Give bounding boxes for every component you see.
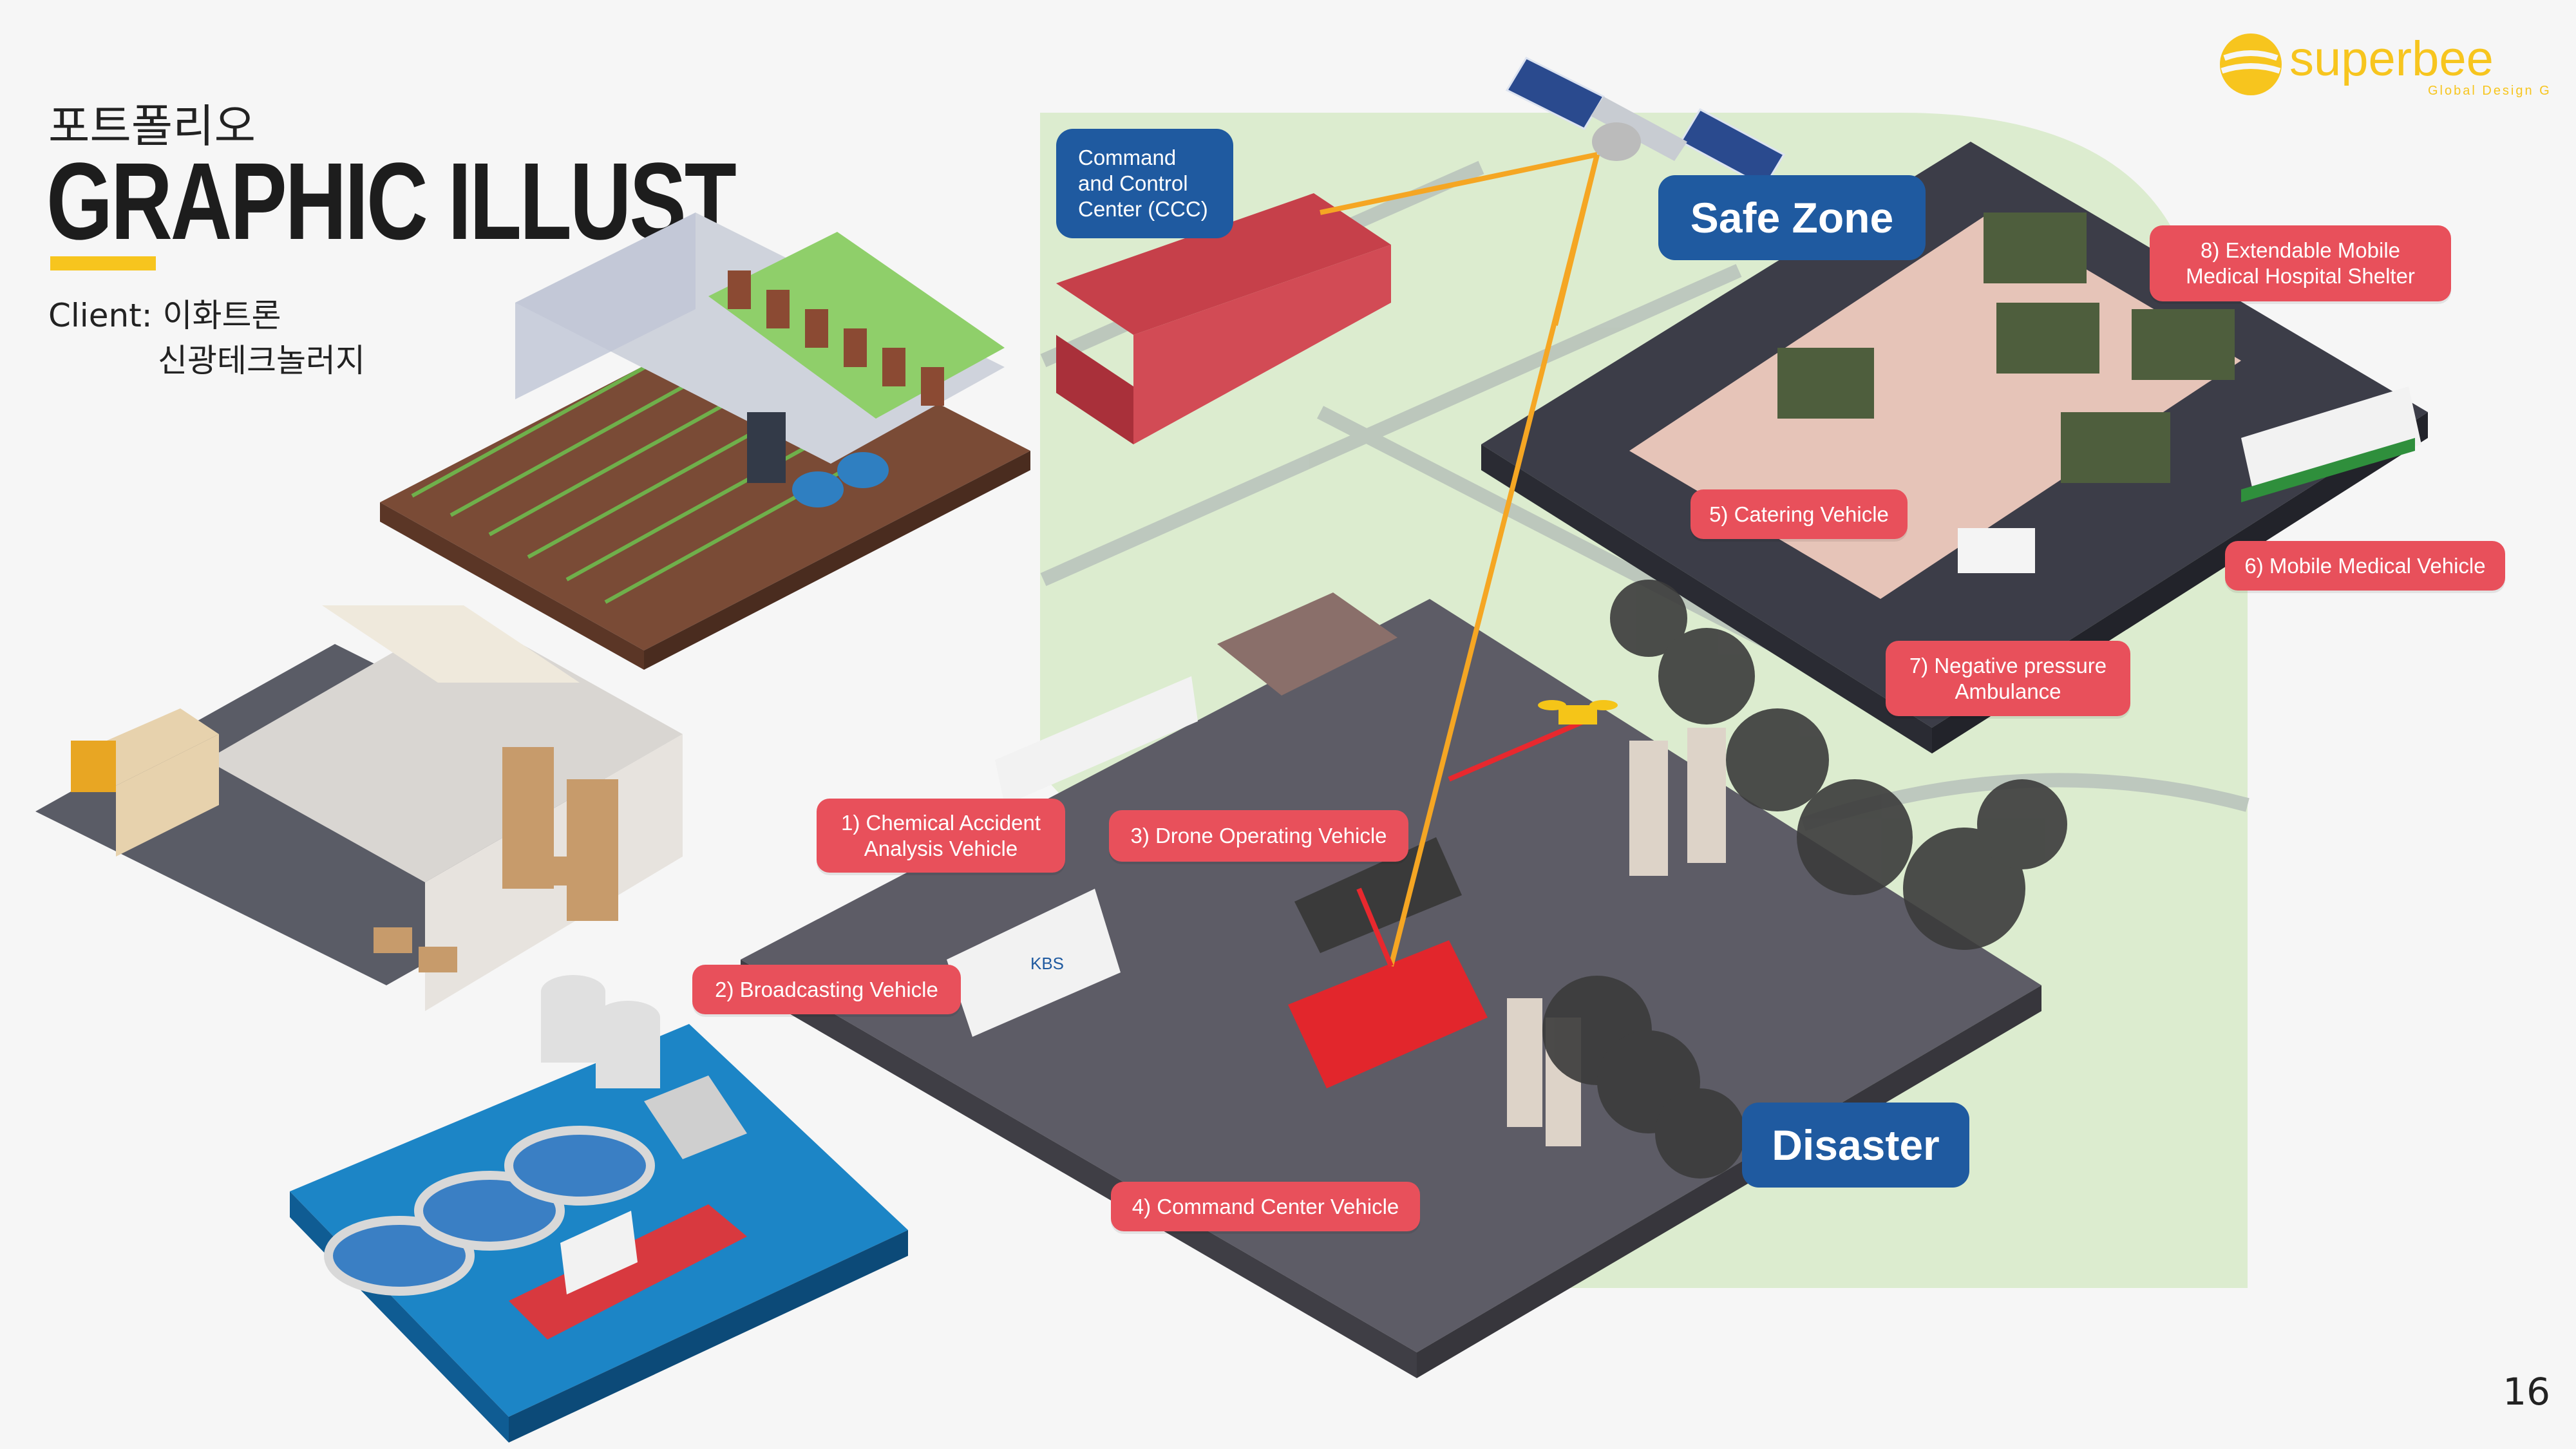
bee-logo-icon [2220, 33, 2282, 95]
communication-links [1320, 152, 1600, 967]
label-broadcasting-vehicle: 2) Broadcasting Vehicle [692, 965, 961, 1014]
warehouse-illustration [35, 605, 683, 1011]
label-catering-vehicle: 5) Catering Vehicle [1690, 489, 1908, 539]
korean-portfolio-title: 포트폴리오 [48, 100, 256, 153]
label-ccc: Command and Control Center (CCC) [1056, 129, 1233, 238]
page-number: 16 [2503, 1370, 2550, 1414]
label-command-vehicle: 4) Command Center Vehicle [1111, 1182, 1420, 1231]
kbs-vehicle-text: KBS [1030, 954, 1064, 973]
label-drone-vehicle: 3) Drone Operating Vehicle [1109, 810, 1408, 862]
label-disaster: Disaster [1742, 1103, 1969, 1188]
satellite-icon [1505, 57, 1786, 188]
superbee-logo: superbee Global Design Group [2220, 32, 2550, 98]
fish-farm-illustration [290, 975, 908, 1443]
label-safe-zone: Safe Zone [1658, 175, 1926, 260]
page-title: GRAPHIC ILLUST [46, 140, 737, 263]
label-mobile-medical-vehicle: 6) Mobile Medical Vehicle [2225, 541, 2505, 591]
logo-tagline: Global Design Group [2428, 84, 2550, 98]
client-line-2: 신광테크놀러지 [158, 342, 365, 379]
disaster-block: KBS [741, 193, 2067, 1378]
smart-farm-illustration [380, 213, 1030, 670]
logo-brand: superbee [2289, 32, 2494, 86]
drone-icon [1538, 700, 1618, 724]
client-line-1: Client: 이화트론 [48, 297, 281, 334]
title-underline [50, 256, 156, 270]
